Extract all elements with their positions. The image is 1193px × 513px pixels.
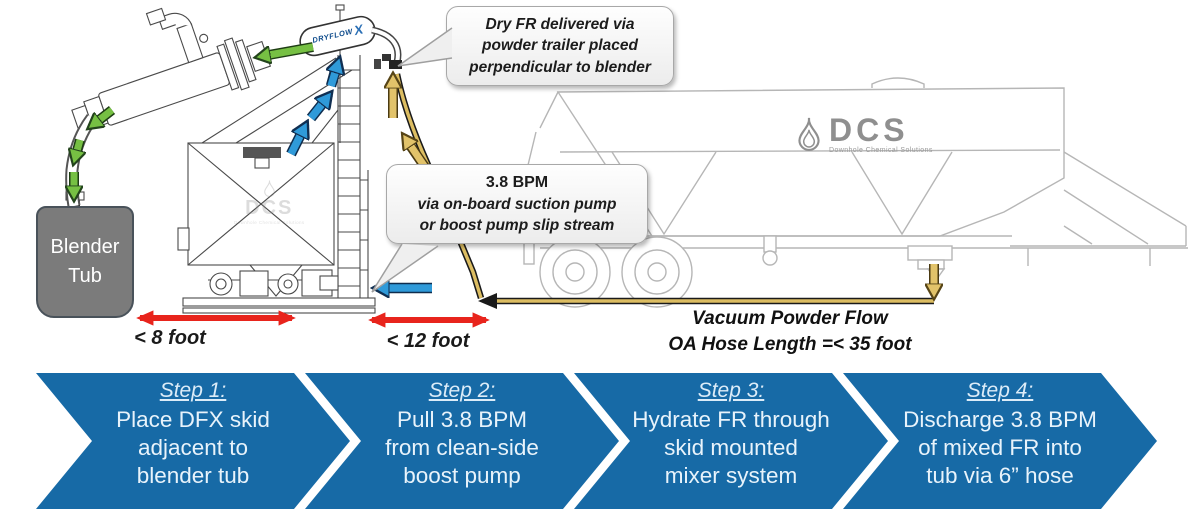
dcs-logo-letters: DCS bbox=[829, 112, 909, 148]
droplet-icon bbox=[263, 180, 275, 197]
step-1-title: Step 1: bbox=[159, 379, 227, 402]
step-2-line: from clean-side bbox=[385, 434, 539, 460]
step-3-line: mixer system bbox=[664, 462, 798, 488]
droplet-icon bbox=[798, 117, 820, 151]
callout-line: powder trailer placed bbox=[482, 37, 638, 55]
callout-title: 3.8 BPM bbox=[485, 174, 549, 191]
vacuum-flow-line1: Vacuum Powder Flow bbox=[692, 308, 888, 329]
callout-bpm: 3.8 BPM via on-board suction pump or boo… bbox=[386, 164, 648, 245]
step-4-line: Discharge 3.8 BPM bbox=[903, 407, 1097, 432]
callout-line: perpendicular to blender bbox=[469, 58, 651, 76]
dcs-logo-letters: DCS bbox=[245, 197, 294, 219]
step-4-line: of mixed FR into bbox=[918, 434, 1082, 460]
callout-line: Dry FR delivered via bbox=[485, 16, 635, 33]
blender-tub-label-line2: Tub bbox=[68, 265, 102, 287]
distance-label-8ft: < 8 foot bbox=[134, 327, 206, 349]
blender-tub-label-line1: Blender bbox=[50, 236, 120, 258]
step-3-line: skid mounted bbox=[664, 434, 798, 460]
step-4-title: Step 4: bbox=[966, 379, 1034, 402]
callout-dry-fr: Dry FR delivered via powder trailer plac… bbox=[446, 6, 674, 87]
mixer-drawing bbox=[71, 7, 272, 130]
step-4-chevron: Step 4: Discharge 3.8 BPM of mixed FR in… bbox=[843, 373, 1157, 509]
step-2-title: Step 2: bbox=[428, 379, 496, 402]
dcs-logo-skid: DCS Downhole Chemical Solutions bbox=[234, 180, 305, 225]
dcs-logo-tagline: Downhole Chemical Solutions bbox=[829, 147, 933, 154]
callout-line: or boost pump slip stream bbox=[419, 216, 615, 234]
step-2-line: Pull 3.8 BPM bbox=[396, 407, 528, 432]
dcs-logo-tagline: Downhole Chemical Solutions bbox=[234, 220, 305, 225]
callout-line: via on-board suction pump bbox=[417, 195, 617, 213]
step-2-line: boost pump bbox=[403, 462, 521, 488]
vacuum-flow-line2: OA Hose Length =< 35 foot bbox=[668, 333, 912, 355]
hose-capsule-to-connector bbox=[371, 26, 402, 69]
distance-label-12ft: < 12 foot bbox=[386, 330, 470, 352]
powder-trailer-drawing bbox=[521, 77, 1188, 308]
step-1-line: adjacent to bbox=[137, 434, 249, 460]
dimension-arrows bbox=[136, 310, 490, 328]
dcs-logo-trailer: DCS Downhole Chemical Solutions bbox=[796, 114, 933, 154]
vacuum-flow-label: Vacuum Powder Flow OA Hose Length =< 35 … bbox=[640, 306, 940, 357]
flow-arrows-green bbox=[74, 42, 314, 198]
blender-tub: Blender Tub bbox=[36, 206, 134, 318]
step-1-line: blender tub bbox=[136, 462, 250, 488]
step-3-line: Hydrate FR through bbox=[632, 407, 830, 432]
dryflowx-x-icon: X bbox=[354, 20, 364, 39]
step-3-title: Step 3: bbox=[697, 379, 765, 402]
step-1-line: Place DFX skid bbox=[116, 407, 270, 432]
step-3-chevron: Step 3: Hydrate FR through skid mounted … bbox=[574, 373, 888, 509]
step-4-line: tub via 6” hose bbox=[926, 462, 1074, 488]
